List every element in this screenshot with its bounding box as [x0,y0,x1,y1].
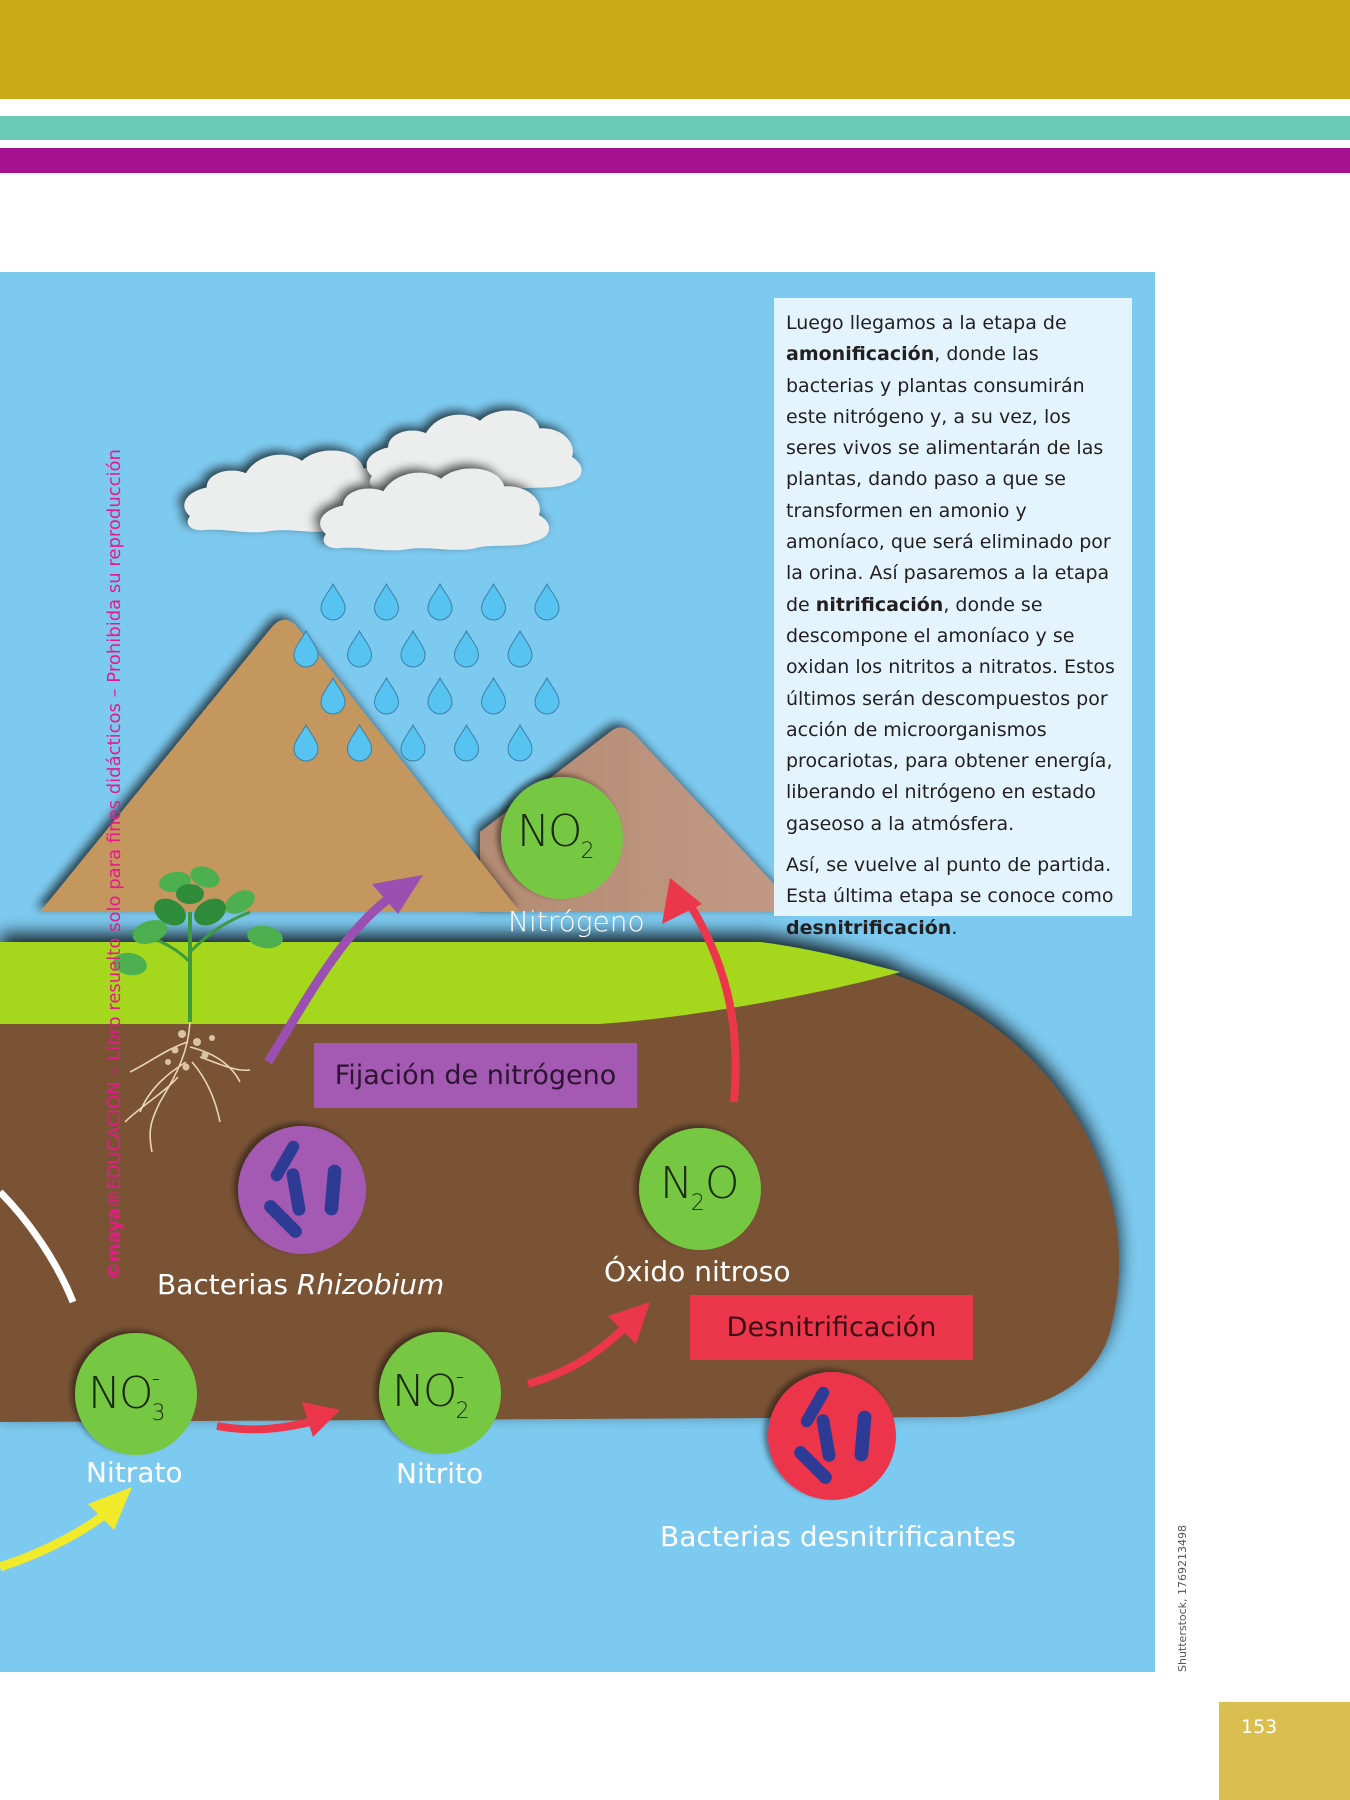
rain-drop [374,677,399,715]
watermark-brand: ©maya [104,1207,125,1280]
rain-drop [534,677,560,715]
bold-term: amonificación [786,343,935,366]
no2-gas-label: Nitrógeno [508,905,645,938]
n2o-formula: N2O [660,1158,740,1216]
formula-subscript: 2 [690,1191,705,1216]
rain-drop [534,583,560,621]
rain-drop [481,583,506,621]
watermark-text: ®EDUCACIÓN – Libro resuelto solo para fi… [104,449,125,1208]
nitrogen-cycle-illustration: NO2 N2O NO3- NO2- Nitrógeno Óxido nitros… [0,272,1155,1672]
denitrification-process-tag: Desnitrificación [690,1295,973,1360]
text-run: Así, se vuelve al punto de partida. Esta… [786,854,1114,908]
rain-drop [507,724,533,762]
formula-subscript: 3 [151,1401,166,1426]
rain-drop [481,677,506,715]
incoming-yellow-arrow [0,1487,132,1572]
mountain-front [40,619,520,912]
header-band-magenta [0,148,1350,173]
formula-symbol: O [704,1158,740,1209]
explanation-paragraph-1: Luego llegamos a la etapa de amonificaci… [786,308,1118,840]
outgoing-white-arrow [0,1189,77,1304]
explanation-paragraph-2: Así, se vuelve al punto de partida. Esta… [786,850,1118,944]
nitrate-formula: NO3 - [88,1364,166,1426]
rhizobium-bacteria-icon [238,1126,366,1254]
denitrification-up-arrow [662,878,740,1103]
fixation-process-tag: Fijación de nitrógeno [314,1043,637,1108]
nitrite-circle [379,1332,501,1454]
n2o-circle [639,1128,761,1250]
n2o-label: Óxido nitroso [604,1255,791,1288]
rain-drop [320,583,346,621]
nitrate-circle [75,1333,197,1455]
header-band-gold [0,0,1350,99]
page-number-box: 153 [1219,1702,1350,1800]
bold-term: nitrificación [815,593,944,616]
text-run: . [951,916,958,939]
explanation-text-box: Luego llegamos a la etapa de amonificaci… [774,298,1132,939]
rain-drop [427,677,453,715]
formula-subscript: 2 [455,1399,470,1424]
nitrate-to-nitrite-arrow [216,1402,340,1437]
text-run: , donde las bacterias y plantas consumir… [786,343,1111,616]
formula-charge: - [151,1364,161,1392]
fixation-arrow [264,875,423,1065]
nitrite-label: Nitrito [396,1457,484,1490]
rhizobium-label-prefix: Bacterias [157,1268,297,1301]
formula-charge: - [455,1362,465,1390]
plant [113,866,283,1153]
formula-symbol: N [660,1158,693,1209]
text-run: , donde se descompone el amoníaco y se o… [786,593,1115,835]
header-band-teal [0,116,1350,140]
publisher-watermark: ©maya®EDUCACIÓN – Libro resuelto solo pa… [104,449,125,1280]
formula-subscript: 2 [580,839,595,864]
rain-drop [374,583,399,621]
rhizobium-label-name: Rhizobium [296,1268,445,1301]
rain-drop [347,630,372,668]
denitrifying-bacteria-icon [768,1372,896,1500]
nitrate-label: Nitrato [86,1456,183,1489]
bold-term: desnitrificación [786,916,952,939]
formula-symbol: NO [517,806,583,857]
rain-drop [454,724,479,762]
no2-gas-formula: NO2 [517,806,595,864]
formula-symbol: NO [88,1368,154,1419]
page-number: 153 [1241,1716,1278,1738]
formula-symbol: NO [392,1366,458,1417]
rhizobium-label: Bacterias Rhizobium [157,1268,444,1301]
rain-drop [400,724,426,762]
rain-drop [400,630,426,668]
nitrite-to-n2o-arrow [526,1302,650,1388]
image-credit: Shutterstock, 1769213498 [1176,1524,1189,1672]
no2-gas-circle [501,777,623,899]
rain-drop [507,630,533,668]
nitrite-formula: NO2 - [392,1362,470,1424]
text-run: Luego llegamos a la etapa de [786,312,1067,334]
denitrifying-bacteria-label: Bacterias desnitrificantes [660,1520,1017,1553]
rain-drop [454,630,479,668]
rain-drop [427,583,453,621]
